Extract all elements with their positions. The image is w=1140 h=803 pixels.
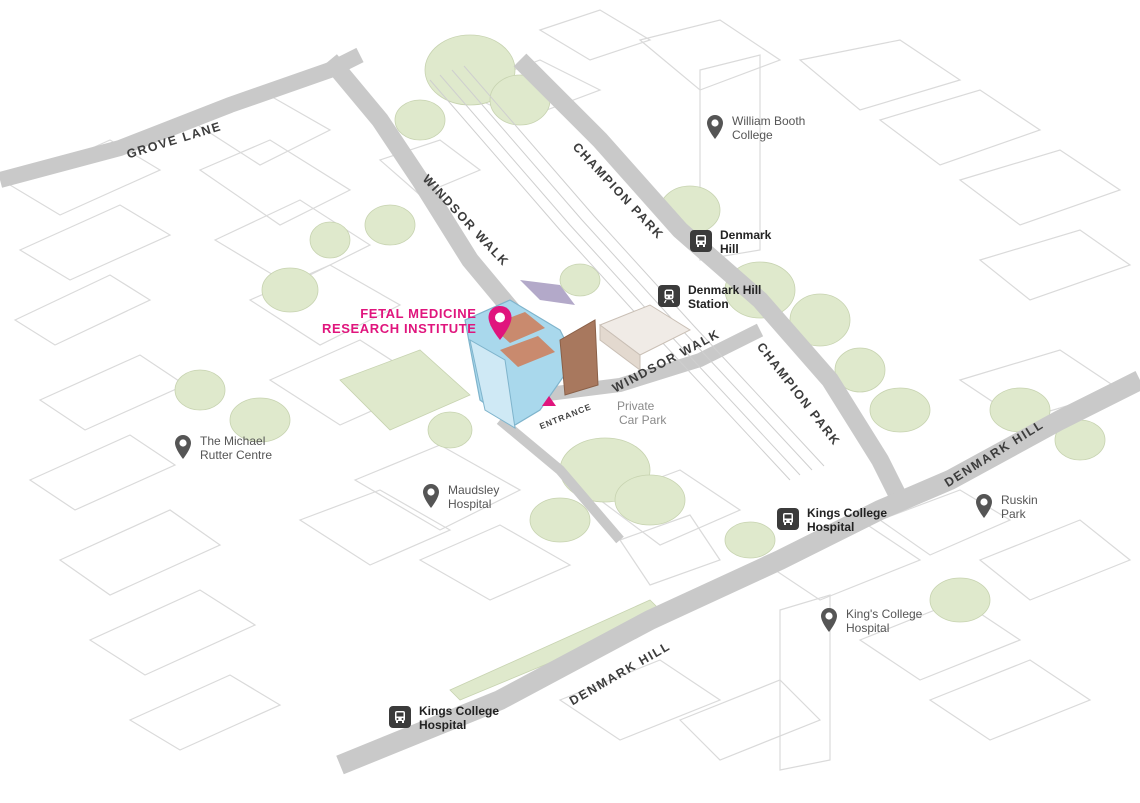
bus-icon: [777, 508, 799, 530]
entrance-arrow-icon: [542, 396, 556, 406]
bus-icon: [690, 230, 712, 252]
transit-name-line1: Denmark: [720, 228, 772, 242]
transit-name-line1: Kings College: [419, 704, 500, 718]
train-icon: [658, 285, 680, 307]
place-name-line2: Park: [1001, 507, 1026, 521]
location-pin-icon: [976, 494, 992, 518]
place-name-line2: Hospital: [448, 497, 492, 511]
place-name-line2: Rutter Centre: [200, 448, 273, 462]
greenery: [174, 34, 1106, 701]
place-name-line2: College: [732, 128, 773, 142]
transit-name-line2: Station: [688, 297, 729, 311]
transit-name-line2: Hill: [720, 242, 739, 256]
feature-building: [464, 280, 599, 429]
place-name-line2: Hospital: [846, 621, 890, 635]
location-pin-icon: [175, 435, 191, 459]
place-name-line1: King's College: [846, 607, 923, 621]
location-pin-icon: [821, 608, 837, 632]
transit-name-line2: Hospital: [807, 520, 855, 534]
car-park-line2: Car Park: [619, 413, 667, 427]
location-pin-icon: [707, 115, 723, 139]
feature-pin-icon[interactable]: [487, 305, 513, 341]
station-building: [598, 304, 692, 371]
location-pin-icon: [423, 484, 439, 508]
feature-label-line2: RESEARCH INSTITUTE: [322, 321, 477, 336]
feature-label-line1: FETAL MEDICINE: [360, 306, 477, 321]
feature-label: FETAL MEDICINE RESEARCH INSTITUTE: [322, 306, 477, 336]
car-park-line1: Private: [617, 399, 655, 413]
private-car-park-label: Private Car Park: [617, 399, 666, 427]
transit-name-line1: Denmark Hill: [688, 283, 762, 297]
railway-tracks: [429, 65, 825, 481]
place-name-line1: The Michael: [200, 434, 266, 448]
place-name-line1: Maudsley: [448, 483, 500, 497]
place-name-line1: Ruskin: [1001, 493, 1038, 507]
place-name-line1: William Booth: [732, 114, 806, 128]
transit-name-line2: Hospital: [419, 718, 467, 732]
bus-icon: [389, 706, 411, 728]
transit-name-line1: Kings College: [807, 506, 888, 520]
